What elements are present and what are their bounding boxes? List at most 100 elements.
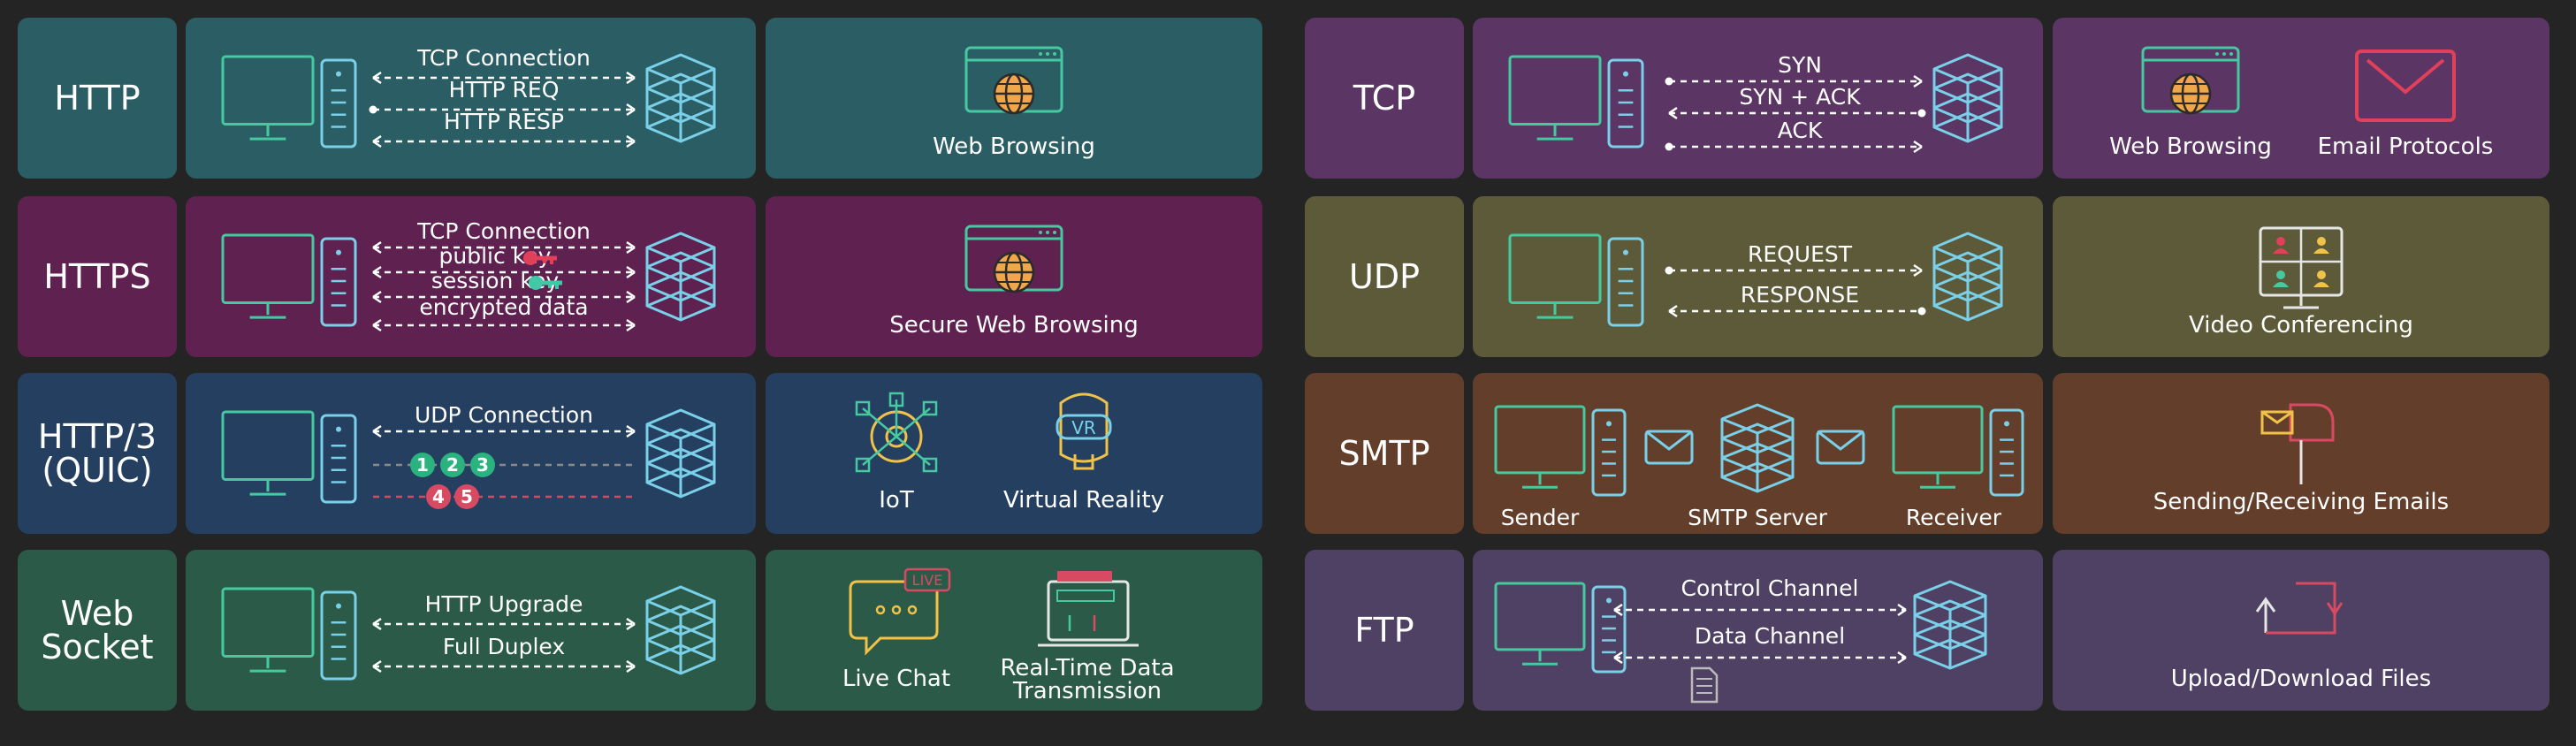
pc-tower-icon bbox=[1607, 58, 1644, 148]
encrypted-data-arrow bbox=[372, 318, 636, 332]
pc-tower-icon bbox=[320, 590, 357, 681]
packet-badge bbox=[410, 453, 435, 477]
usecase-label: Video Conferencing bbox=[2189, 312, 2413, 339]
websocket-label-cell: Web Socket bbox=[18, 550, 177, 711]
server-stack-icon bbox=[645, 585, 716, 675]
monitor-icon bbox=[1494, 405, 1586, 489]
message-label: REQUEST bbox=[1748, 241, 1853, 267]
public-key-icon bbox=[523, 251, 557, 265]
protocol-name: Web Socket bbox=[18, 550, 177, 711]
smtp-usecase-cell: Sending/Receiving Emails bbox=[2053, 373, 2549, 534]
tcp-connection-arrow bbox=[372, 71, 636, 85]
udp-usecase-cell: Video Conferencing bbox=[2053, 196, 2549, 357]
http3-label-cell: HTTP/3 (QUIC) bbox=[18, 373, 177, 534]
protocol-name: HTTPS bbox=[18, 196, 177, 357]
monitor-icon bbox=[1508, 55, 1602, 141]
envelope-icon bbox=[1816, 430, 1865, 465]
realtime-laptop-icon bbox=[1038, 571, 1139, 647]
protocol-title: HTTP/3 (QUIC) bbox=[37, 417, 157, 490]
data-channel-arrow bbox=[1613, 651, 1907, 665]
protocol-name: HTTP/3 (QUIC) bbox=[18, 373, 177, 534]
email-envelope-icon bbox=[2355, 49, 2456, 122]
upgrade-arrow bbox=[372, 617, 636, 631]
browser-globe-icon bbox=[964, 225, 1063, 293]
smtp-server-icon bbox=[1720, 403, 1795, 493]
message-label: Control Channel bbox=[1681, 575, 1859, 601]
protocol-title: Web Socket bbox=[41, 594, 154, 666]
upload-download-icon bbox=[2255, 582, 2344, 635]
mailbox-icon bbox=[2260, 403, 2335, 484]
protocol-title: HTTP bbox=[54, 79, 141, 118]
monitor-icon bbox=[1508, 233, 1602, 319]
protocol-name: HTTP bbox=[18, 18, 177, 179]
usecase-label: IoT bbox=[879, 487, 914, 514]
usecase-label: Sending/Receiving Emails bbox=[2153, 489, 2449, 515]
message-label: UDP Connection bbox=[415, 402, 593, 428]
smtp-label-cell: SMTP bbox=[1305, 373, 1464, 534]
monitor-icon bbox=[221, 55, 315, 141]
envelope-icon bbox=[1644, 430, 1694, 465]
vr-headset-icon: VR bbox=[1056, 392, 1112, 470]
control-channel-arrow bbox=[1613, 603, 1907, 617]
protocol-title: TCP bbox=[1353, 79, 1416, 118]
public-key-arrow bbox=[372, 265, 636, 279]
svg-text:VR: VR bbox=[1071, 417, 1096, 438]
usecase-label: Virtual Reality bbox=[1003, 487, 1164, 514]
protocol-title: UDP bbox=[1349, 257, 1420, 296]
server-stack-icon bbox=[645, 53, 716, 143]
message-label: SYN + ACK bbox=[1739, 84, 1861, 110]
tcp-connection-arrow bbox=[372, 240, 636, 255]
ack-arrow bbox=[1665, 140, 1923, 154]
pc-tower-icon bbox=[1591, 585, 1627, 674]
response-arrow bbox=[1668, 304, 1926, 318]
pc-tower-icon bbox=[320, 414, 357, 504]
packet-number: 5 bbox=[461, 486, 473, 507]
session-key-arrow bbox=[372, 290, 636, 304]
protocol-name: TCP bbox=[1305, 18, 1464, 179]
protocol-name: FTP bbox=[1305, 550, 1464, 711]
message-label: encrypted data bbox=[419, 294, 588, 320]
http-usecase-cell: Web Browsing bbox=[766, 18, 1262, 179]
server-stack-icon bbox=[1913, 580, 1987, 670]
protocol-name: UDP bbox=[1305, 196, 1464, 357]
ftp-label-cell: FTP bbox=[1305, 550, 1464, 711]
http-label-cell: HTTP bbox=[18, 18, 177, 179]
message-label: SYN bbox=[1778, 52, 1822, 78]
protocol-name: SMTP bbox=[1305, 373, 1464, 534]
message-label: TCP Connection bbox=[416, 218, 591, 244]
browser-globe-icon bbox=[964, 46, 1063, 115]
server-stack-icon bbox=[645, 232, 716, 322]
monitor-icon bbox=[221, 587, 315, 673]
chat-bubble-icon bbox=[849, 567, 951, 656]
usecase-label: Web Browsing bbox=[933, 133, 1095, 160]
server-stack-icon bbox=[645, 408, 716, 499]
iot-icon bbox=[855, 392, 938, 473]
message-label: HTTP REQ bbox=[449, 77, 560, 103]
request-arrow bbox=[1665, 263, 1923, 278]
protocol-title: HTTPS bbox=[43, 257, 151, 296]
packet-number: 2 bbox=[446, 454, 459, 476]
usecase-label: Secure Web Browsing bbox=[889, 312, 1138, 339]
http3-usecase-cell: VR IoT Virtual Reality bbox=[766, 373, 1262, 534]
monitor-icon bbox=[221, 233, 315, 319]
packet-number: 3 bbox=[476, 454, 489, 476]
monitor-icon bbox=[221, 410, 315, 496]
full-duplex-arrow bbox=[372, 659, 636, 674]
usecase-label: Upload/Download Files bbox=[2171, 666, 2431, 692]
packet-number: 4 bbox=[432, 486, 445, 507]
browser-globe-icon bbox=[2141, 46, 2240, 115]
udp-connection-arrow bbox=[372, 424, 636, 438]
server-stack-icon bbox=[1932, 232, 2003, 322]
https-label-cell: HTTPS bbox=[18, 196, 177, 357]
https-usecase-cell: Secure Web Browsing bbox=[766, 196, 1262, 357]
message-label: Data Channel bbox=[1695, 623, 1845, 649]
video-conference-icon bbox=[2259, 226, 2344, 309]
